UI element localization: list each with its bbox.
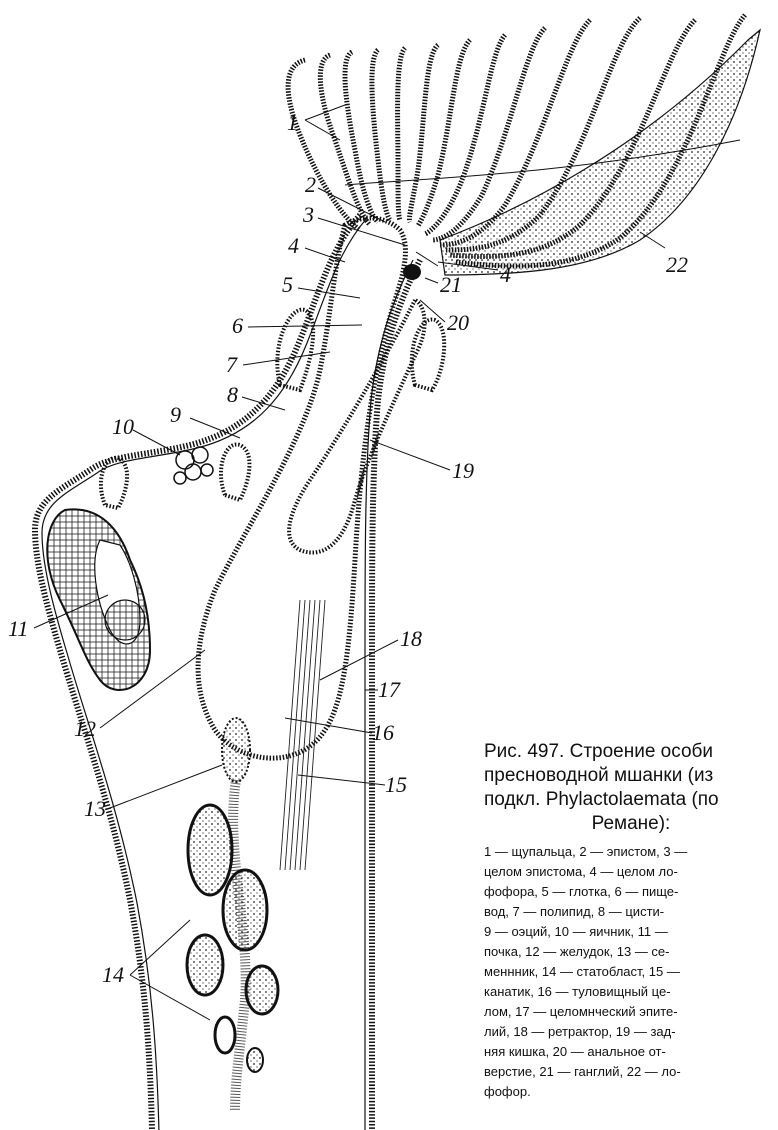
bud-small: [101, 458, 127, 508]
label-20: 20: [447, 310, 469, 335]
label-14: 14: [102, 962, 124, 987]
label-5: 5: [282, 272, 293, 297]
legend-line: лий, 18 — ретрактор, 19 — зад-: [484, 1022, 778, 1042]
label-18: 18: [400, 626, 422, 651]
label-17: 17: [378, 677, 401, 702]
legend-line: няя кишка, 20 — анальное от-: [484, 1042, 778, 1062]
statoblasts: [187, 805, 278, 1072]
lophophore-arm: [440, 30, 760, 275]
label-10: 10: [112, 414, 134, 439]
cystid-bud: [221, 444, 249, 500]
figure-caption: Рис. 497. Строение особи пресноводной мш…: [484, 740, 778, 1130]
label-11: 11: [8, 616, 28, 641]
ovary: [174, 447, 213, 484]
legend-line: 9 — оэций, 10 — яичник, 11 —: [484, 922, 778, 942]
legend-line: фофора, 5 — глотка, 6 — пище-: [484, 882, 778, 902]
caption-title-line: Ремане):: [484, 812, 778, 836]
legend-line: вод, 7 — полипид, 8 — цисти-: [484, 902, 778, 922]
legend-line: почка, 12 — желудок, 13 — се-: [484, 942, 778, 962]
testis: [222, 718, 250, 782]
caption-title-line: Рис. 497. Строение особи: [484, 740, 778, 764]
legend-line: меннник, 14 — статобласт, 15 —: [484, 962, 778, 982]
label-4-lophophore: 4: [500, 262, 511, 287]
right-pouch: [412, 320, 444, 390]
label-15: 15: [385, 772, 407, 797]
legend-line: верстие, 21 — ганглий, 22 — ло-: [484, 1062, 778, 1082]
label-13: 13: [84, 796, 106, 821]
retractor: [280, 600, 325, 870]
label-8: 8: [227, 382, 238, 407]
label-12: 12: [74, 716, 96, 741]
label-9: 9: [170, 402, 181, 427]
label-22: 22: [666, 252, 688, 277]
caption-title: Рис. 497. Строение особи пресноводной мш…: [484, 740, 778, 836]
label-16: 16: [372, 720, 394, 745]
ganglion: [403, 264, 421, 280]
label-19: 19: [452, 458, 474, 483]
label-6: 6: [232, 313, 243, 338]
legend-line: канатик, 16 — туловищный це-: [484, 982, 778, 1002]
legend-line: фофор.: [484, 1082, 778, 1102]
caption-title-line: пресноводной мшанки (из: [484, 764, 778, 788]
label-4: 4: [288, 233, 299, 258]
legend-line: 1 — щупальца, 2 — эпистом, 3 —: [484, 842, 778, 862]
label-2: 2: [305, 172, 316, 197]
caption-legend: 1 — щупальца, 2 — эпистом, 3 — целом эпи…: [484, 842, 778, 1102]
label-1: 1: [287, 110, 298, 135]
legend-line: целом эпистома, 4 — целом ло-: [484, 862, 778, 882]
legend-line: лом, 17 — целомнческий эпите-: [484, 1002, 778, 1022]
label-21: 21: [440, 272, 462, 297]
label-3: 3: [302, 202, 314, 227]
label-7: 7: [226, 352, 238, 377]
caption-title-line: подкл. Phylactolaemata (по: [484, 788, 778, 812]
